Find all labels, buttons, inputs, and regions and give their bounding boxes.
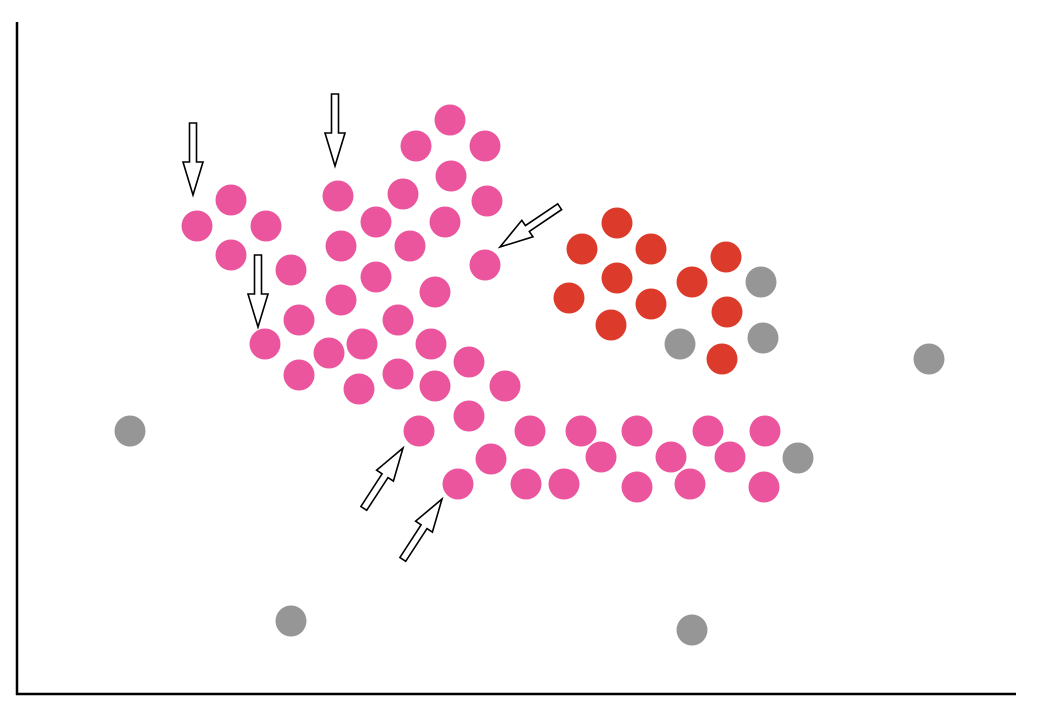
pink-point <box>249 328 281 360</box>
red-point <box>706 343 738 375</box>
pink-point <box>548 468 580 500</box>
axes <box>15 22 1016 696</box>
pink-point <box>181 210 213 242</box>
pink-point <box>469 249 501 281</box>
pink-point <box>489 370 521 402</box>
points-layer <box>114 104 945 646</box>
arrows-layer <box>181 93 563 563</box>
pink-point <box>387 178 419 210</box>
red-point <box>601 262 633 294</box>
pink-point <box>565 415 597 447</box>
pink-point <box>419 370 451 402</box>
arrow-down-icon <box>246 254 270 330</box>
gray-point <box>782 442 814 474</box>
gray-point <box>275 605 307 637</box>
pink-point <box>429 206 461 238</box>
pink-point <box>360 206 392 238</box>
pink-point <box>514 415 546 447</box>
gray-point <box>913 343 945 375</box>
pink-point <box>434 104 466 136</box>
pink-point <box>471 185 503 217</box>
pink-point <box>621 471 653 503</box>
gray-point <box>676 614 708 646</box>
gray-point <box>664 328 696 360</box>
red-point <box>601 207 633 239</box>
red-point <box>595 309 627 341</box>
arrow-up-right-icon <box>398 496 444 563</box>
pink-point <box>360 261 392 293</box>
pink-point <box>419 276 451 308</box>
pink-point <box>453 400 485 432</box>
pink-point <box>453 346 485 378</box>
pink-point <box>655 441 687 473</box>
arrow-down-icon <box>181 122 205 198</box>
pink-point <box>475 443 507 475</box>
pink-point <box>275 254 307 286</box>
arrow-down-icon <box>323 93 347 169</box>
pink-point <box>749 415 781 447</box>
gray-point <box>747 322 779 354</box>
pink-point <box>313 337 345 369</box>
pink-point <box>435 160 467 192</box>
pink-point <box>621 415 653 447</box>
pink-point <box>343 373 375 405</box>
pink-point <box>394 230 426 262</box>
pink-point <box>469 130 501 162</box>
pink-point <box>748 471 780 503</box>
pink-point <box>674 468 706 500</box>
pink-point <box>346 328 378 360</box>
arrow-up-right-icon <box>359 445 405 512</box>
red-point <box>553 282 585 314</box>
pink-point <box>442 468 474 500</box>
pink-point <box>585 441 617 473</box>
pink-point <box>325 284 357 316</box>
pink-point <box>382 304 414 336</box>
pink-point <box>403 415 435 447</box>
pink-point <box>325 230 357 262</box>
pink-point <box>510 468 542 500</box>
gray-point <box>114 415 146 447</box>
red-point <box>710 241 742 273</box>
pink-point <box>322 180 354 212</box>
pink-point <box>250 210 282 242</box>
pink-point <box>283 304 315 336</box>
red-point <box>566 233 598 265</box>
arrow-down-left-icon <box>497 202 563 249</box>
pink-point <box>382 358 414 390</box>
pink-point <box>215 184 247 216</box>
pink-point <box>415 328 447 360</box>
pink-point <box>400 130 432 162</box>
pink-point <box>692 415 724 447</box>
pink-point <box>215 239 247 271</box>
gray-point <box>745 266 777 298</box>
red-point <box>676 266 708 298</box>
red-point <box>635 288 667 320</box>
red-point <box>635 233 667 265</box>
pink-point <box>283 359 315 391</box>
red-point <box>711 296 743 328</box>
pink-point <box>714 441 746 473</box>
